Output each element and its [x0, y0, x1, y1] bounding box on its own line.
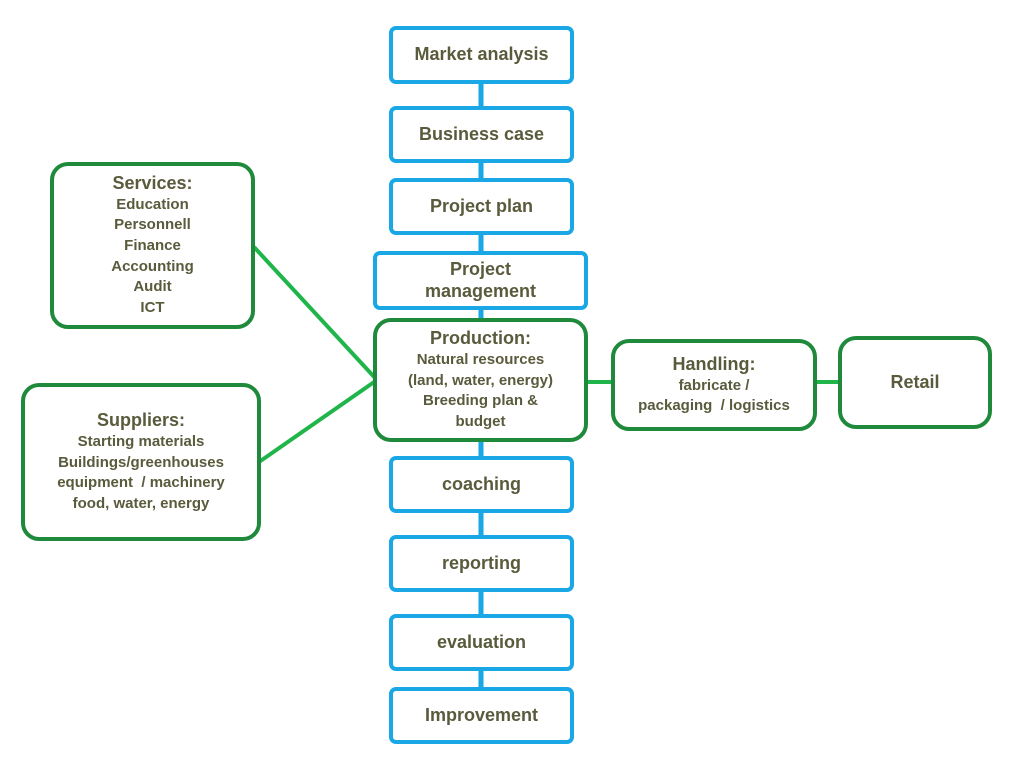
business-case-label: Business case — [418, 123, 545, 144]
reporting-box: reporting — [389, 535, 574, 592]
services-item: Education — [116, 195, 189, 213]
handling-item: packaging / logistics — [638, 397, 790, 415]
services-to-production-line — [252, 245, 379, 382]
improvement-box: Improvement — [389, 687, 574, 744]
project-management-box: Project management — [373, 251, 588, 310]
coaching-label: coaching — [441, 473, 521, 494]
market-analysis-box: Market analysis — [389, 26, 574, 84]
services-item: Accounting — [111, 257, 194, 275]
services-item: ICT — [140, 299, 165, 317]
production-item: Breeding plan & — [422, 392, 538, 410]
project-management-label: Project management — [424, 258, 537, 301]
suppliers-box: Suppliers: Starting materials Buildings/… — [21, 383, 261, 541]
services-item: Audit — [133, 278, 172, 296]
services-item: Personnell — [114, 216, 191, 234]
retail-label: Retail — [890, 371, 940, 392]
suppliers-item: Buildings/greenhouses — [58, 453, 224, 471]
suppliers-title: Suppliers: — [96, 410, 185, 431]
production-title: Production: — [430, 328, 531, 349]
suppliers-item: food, water, energy — [72, 494, 210, 512]
production-item: (land, water, energy) — [407, 371, 554, 389]
retail-box: Retail — [838, 336, 992, 429]
services-box: Services: Education Personnell Finance A… — [50, 162, 255, 329]
project-plan-box: Project plan — [389, 178, 574, 235]
suppliers-to-production-line — [257, 378, 379, 464]
coaching-box: coaching — [389, 456, 574, 513]
handling-box: Handling: fabricate / packaging / logist… — [611, 339, 817, 431]
services-item: Finance — [124, 237, 181, 255]
production-item: budget — [455, 412, 506, 430]
market-analysis-label: Market analysis — [414, 44, 549, 65]
production-box: Production: Natural resources (land, wat… — [373, 318, 588, 442]
evaluation-label: evaluation — [436, 631, 527, 652]
reporting-label: reporting — [442, 552, 521, 573]
handling-item: fabricate / — [678, 376, 750, 394]
business-case-box: Business case — [389, 106, 574, 163]
production-item: Natural resources — [416, 350, 545, 368]
services-title: Services: — [112, 173, 193, 194]
suppliers-item: equipment / machinery — [57, 474, 225, 492]
project-plan-label: Project plan — [429, 195, 534, 216]
suppliers-item: Starting materials — [77, 432, 205, 450]
improvement-label: Improvement — [424, 704, 539, 725]
evaluation-box: evaluation — [389, 614, 574, 671]
handling-title: Handling: — [672, 354, 756, 375]
